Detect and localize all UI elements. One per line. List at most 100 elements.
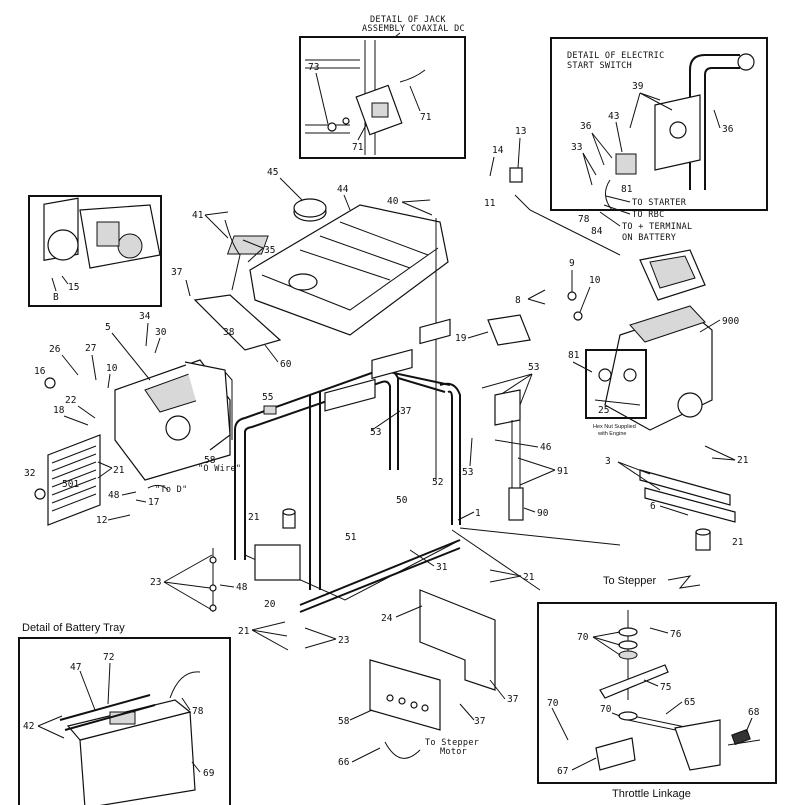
callout-26: 26: [49, 344, 61, 355]
callout-37b: 37: [400, 406, 411, 417]
grille: [47, 434, 101, 526]
callout-18: 18: [53, 405, 65, 416]
callout-21e: 21: [732, 537, 744, 548]
callout-5: 5: [105, 322, 111, 333]
battery-tray-caption: Detail of Battery Tray: [22, 622, 125, 634]
switch-caption-2: START SWITCH: [567, 61, 632, 71]
callout-21b: 21: [248, 512, 260, 523]
callout-39: 39: [632, 81, 644, 92]
callout-27: 27: [85, 343, 96, 354]
callout-21c: 21: [238, 626, 250, 637]
callout-10b: 10: [589, 275, 601, 286]
callout-22: 22: [65, 395, 76, 406]
start-switch-detail-box: DETAIL OF ELECTRIC START SWITCH: [550, 37, 768, 211]
callout-501: 501: [62, 479, 79, 490]
callout-20: 20: [264, 599, 276, 610]
to-stepper-motor-label-1: To Stepper: [425, 738, 479, 748]
callout-52: 52: [432, 477, 443, 488]
callout-16: 16: [34, 366, 46, 377]
callout-b: B: [53, 292, 59, 303]
callout-70b: 70: [547, 698, 559, 709]
callout-84: 84: [591, 226, 603, 237]
callout-78b: 78: [192, 706, 204, 717]
callout-78a: 78: [578, 214, 590, 225]
callout-69: 69: [203, 768, 215, 779]
callout-10a: 10: [106, 363, 118, 374]
to-terminal-label-2: ON BATTERY: [622, 233, 676, 243]
callout-11: 11: [484, 198, 496, 209]
crankcase-detail-box: [28, 195, 162, 307]
callout-51: 51: [345, 532, 357, 543]
jack-detail-box: DETAIL OF JACK ASSEMBLY COAXIAL DC: [299, 15, 466, 159]
to-terminal-label-1: TO + TERMINAL: [622, 222, 692, 232]
callout-38: 38: [223, 327, 235, 338]
callout-58a: 58: [204, 455, 216, 466]
hex-nut-caption-2: with Engine: [597, 431, 626, 437]
callout-35: 35: [264, 245, 275, 256]
callout-14: 14: [492, 145, 504, 156]
callout-60: 60: [280, 359, 292, 370]
callout-53b: 53: [462, 467, 473, 478]
callout-37d: 37: [474, 716, 485, 727]
callout-17: 17: [148, 497, 159, 508]
callout-75: 75: [660, 682, 671, 693]
callout-21a: 21: [113, 465, 125, 476]
callout-70a: 70: [577, 632, 589, 643]
engine: [604, 249, 713, 431]
battery-tray-detail-box: Detail of Battery Tray: [18, 622, 231, 805]
callout-13: 13: [515, 126, 526, 137]
callout-70c: 70: [600, 704, 612, 715]
callout-37c: 37: [507, 694, 518, 705]
to-d-label: "To D": [155, 485, 188, 495]
callout-23a: 23: [150, 577, 161, 588]
callout-43: 43: [608, 111, 619, 122]
callout-90: 90: [537, 508, 549, 519]
fuel-tank: [226, 198, 449, 336]
hex-nut-caption-1: Hex Nut Supplied: [593, 424, 636, 430]
callout-33: 33: [571, 142, 582, 153]
callout-21f: 21: [523, 572, 535, 583]
callout-37a: 37: [171, 267, 182, 278]
callout-40: 40: [387, 196, 399, 207]
jack-caption-2: ASSEMBLY COAXIAL DC: [362, 24, 465, 34]
callout-9: 9: [569, 258, 575, 269]
callout-15: 15: [68, 282, 79, 293]
to-stepper-motor-label-2: Motor: [440, 747, 467, 757]
callout-71b: 71: [352, 142, 364, 153]
callout-73: 73: [308, 62, 319, 73]
to-stepper-label: To Stepper: [603, 575, 657, 587]
callout-3: 3: [605, 456, 611, 467]
callout-41: 41: [192, 210, 204, 221]
callout-45: 45: [267, 167, 278, 178]
callout-50: 50: [396, 495, 408, 506]
callout-91: 91: [557, 466, 569, 477]
callout-44: 44: [337, 184, 349, 195]
jack-caption-1: DETAIL OF JACK: [370, 15, 446, 25]
callout-36a: 36: [580, 121, 592, 132]
callout-48a: 48: [108, 490, 120, 501]
callout-58b: 58: [338, 716, 350, 727]
callout-25: 25: [598, 405, 609, 416]
callout-900: 900: [722, 316, 739, 327]
callout-34: 34: [139, 311, 151, 322]
callout-1: 1: [475, 508, 481, 519]
main-frame: [234, 318, 461, 613]
callout-72: 72: [103, 652, 114, 663]
callout-46: 46: [540, 442, 552, 453]
callout-67: 67: [557, 766, 568, 777]
to-starter-label: TO STARTER: [632, 198, 687, 208]
callout-55: 55: [262, 392, 273, 403]
callout-65: 65: [684, 697, 695, 708]
callout-71a: 71: [420, 112, 432, 123]
to-rbc-label: TO RBC: [632, 210, 665, 220]
callout-30: 30: [155, 327, 167, 338]
callout-21d: 21: [737, 455, 749, 466]
callout-32: 32: [24, 468, 35, 479]
callout-23b: 23: [338, 635, 349, 646]
callout-53c: 53: [528, 362, 539, 373]
callout-66: 66: [338, 757, 350, 768]
callout-24: 24: [381, 613, 393, 624]
callout-8: 8: [515, 295, 521, 306]
